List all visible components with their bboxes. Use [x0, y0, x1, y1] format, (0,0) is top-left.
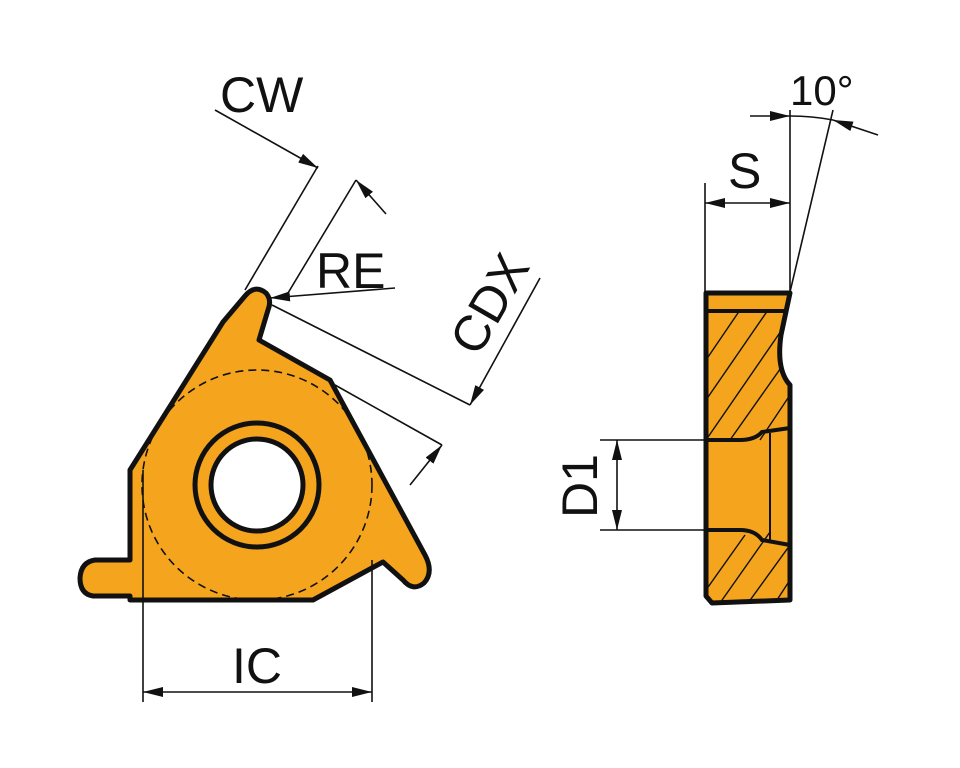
label-ic: IC	[232, 638, 282, 694]
dimension-angle: 10°	[750, 67, 879, 293]
inscribed-circle	[141, 369, 373, 601]
hole	[208, 436, 306, 534]
hatching	[706, 309, 790, 603]
label-cw: CW	[220, 67, 304, 123]
dimension-ic: IC	[142, 470, 373, 702]
hole-ring	[192, 420, 322, 550]
dimension-s: S	[704, 110, 791, 292]
dimension-cw: CW	[214, 67, 387, 299]
label-angle: 10°	[790, 67, 854, 114]
label-d1: D1	[552, 454, 608, 518]
dimension-re: RE	[269, 243, 396, 302]
label-re: RE	[316, 243, 385, 299]
dimension-d1: D1	[552, 439, 706, 531]
insert-top-view	[77, 286, 432, 603]
label-s: S	[728, 143, 761, 199]
insert-side-view	[703, 290, 793, 606]
